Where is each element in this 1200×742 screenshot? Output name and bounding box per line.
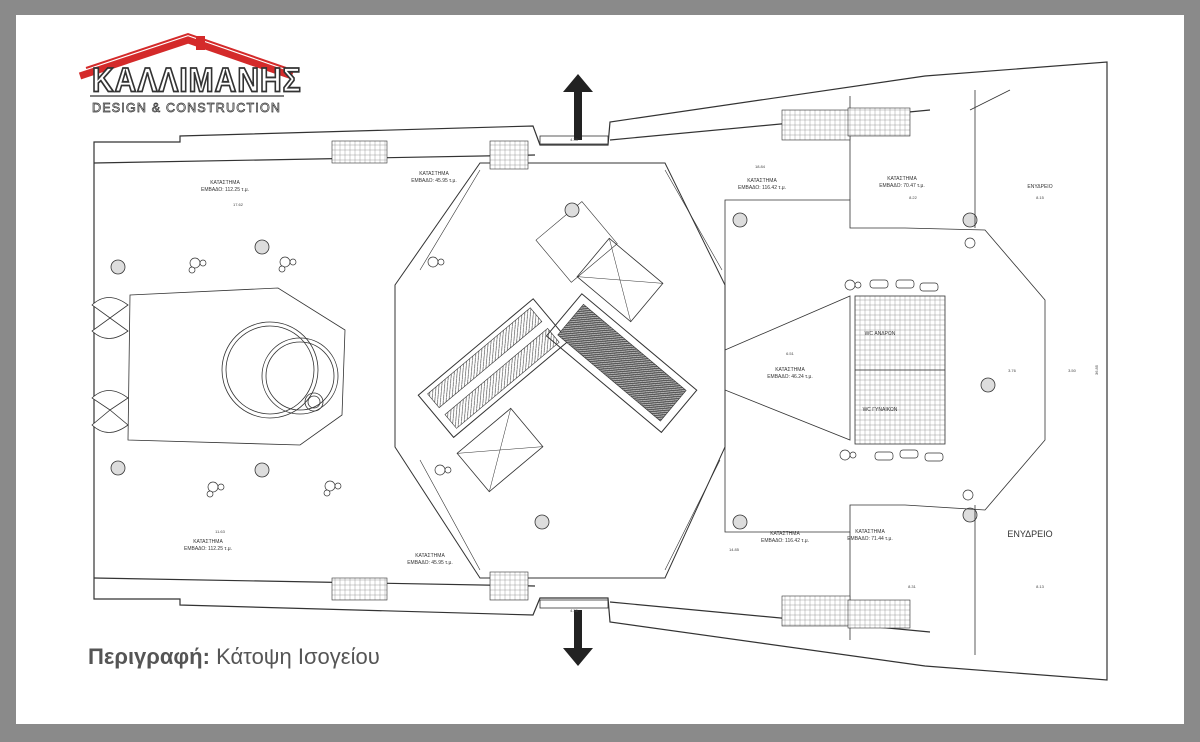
shop-5-name: ΚΑΤΑΣΤΗΜΑ [775, 367, 805, 373]
dim-6: 6.51 [786, 351, 795, 356]
dim-3: 18.84 [755, 164, 766, 169]
entrance-arrow-top [563, 74, 593, 140]
seating [188, 237, 976, 501]
shop-6-name: ΚΑΤΑΣΤΗΜΑ [193, 539, 223, 545]
right-zones [724, 89, 1046, 655]
wc-women-label: WC ΓΥΝΑΙΚΩΝ [863, 407, 898, 413]
logo-roof [78, 32, 294, 80]
dim-7: 3.76 [1008, 368, 1017, 373]
aquarium-small-label: ΕΝΥΔΡΕΙΟ [1027, 184, 1052, 190]
dim-top-entrance: 4.35 [570, 137, 579, 142]
shop-8-name: ΚΑΤΑΣΤΗΜΑ [770, 531, 800, 537]
description-value: Κάτοψη Ισογείου [216, 644, 380, 669]
aquarium-large-label: ΕΝΥΔΡΕΙΟ [1007, 529, 1052, 539]
description-label: Περιγραφή: [88, 644, 210, 669]
shop-4-area: ΕΜΒΑΔΟ: 70.47 τ.μ. [879, 183, 925, 189]
wc-men-label: WC ΑΝΔΡΩΝ [865, 331, 896, 337]
shop-7-area: ΕΜΒΑΔΟ: 45.95 τ.μ. [407, 560, 453, 566]
shop-7-name: ΚΑΤΑΣΤΗΜΑ [415, 553, 445, 559]
description: Περιγραφή: Κάτοψη Ισογείου [88, 644, 380, 670]
dim-12: 36.85 [1094, 364, 1099, 375]
columns [110, 202, 996, 530]
shop-3-area: ΕΜΒΑΔΟ: 116.42 τ.μ. [738, 185, 786, 191]
shop-1-area: ΕΜΒΑΔΟ: 112.25 τ.μ. [201, 187, 249, 193]
shop-5-area: ΕΜΒΑΔΟ: 46.24 τ.μ. [767, 374, 813, 380]
shop-9-area: ΕΜΒΑΔΟ: 71.44 τ.μ. [847, 536, 893, 542]
dim-10: 8.31 [908, 584, 917, 589]
left-fountain [127, 287, 346, 446]
escalators [417, 201, 698, 493]
dim-8: 3.50 [1068, 368, 1077, 373]
brand-subtitle: DESIGN & CONSTRUCTION [92, 101, 282, 116]
shop-2-name: ΚΑΤΑΣΤΗΜΑ [419, 171, 449, 177]
dim-4: 8.22 [909, 195, 918, 200]
atrium [394, 162, 726, 579]
shop-2-area: ΕΜΒΑΔΟ: 45.95 τ.μ. [411, 178, 457, 184]
shop-8-area: ΕΜΒΑΔΟ: 116.42 τ.μ. [761, 538, 809, 544]
shop-3-name: ΚΑΤΑΣΤΗΜΑ [747, 178, 777, 184]
dim-11: 8.13 [1036, 584, 1045, 589]
shop-9-name: ΚΑΤΑΣΤΗΜΑ [855, 529, 885, 535]
restrooms [331, 107, 911, 629]
dim-5: 8.15 [1036, 195, 1045, 200]
shop-6-area: ΕΜΒΑΔΟ: 112.25 τ.μ. [184, 546, 232, 552]
dim-2: 11.63 [215, 529, 225, 534]
dim-bottom-entrance: 4.35 [570, 608, 579, 613]
shop-1-name: ΚΑΤΑΣΤΗΜΑ [210, 180, 240, 186]
dim-9: 14.85 [729, 547, 740, 552]
entrance-arrow-bottom [563, 610, 593, 666]
shop-4-name: ΚΑΤΑΣΤΗΜΑ [887, 176, 917, 182]
dim-1: 17.62 [233, 202, 244, 207]
brand-name: ΚΑΛΛΙΜΑΝΗΣ [91, 61, 302, 101]
left-entrance-doors [91, 297, 129, 433]
